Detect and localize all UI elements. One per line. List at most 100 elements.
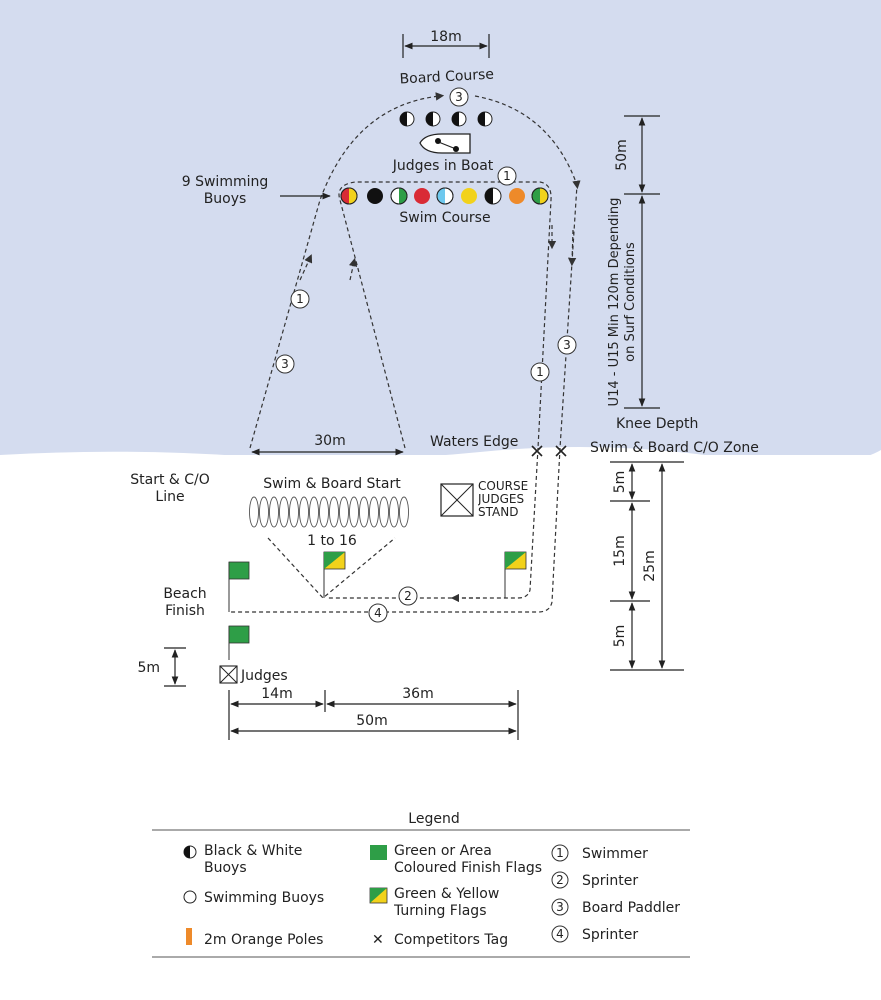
route-1-right: 1 <box>530 362 550 382</box>
start-funnel <box>267 537 396 599</box>
judges-label: Judges <box>240 668 288 684</box>
sprint-route-4 <box>230 447 561 613</box>
svg-text:1: 1 <box>503 169 511 183</box>
knee-depth-label: Knee Depth <box>616 416 698 432</box>
svg-text:2: 2 <box>556 873 564 887</box>
finish-flag-bottom <box>228 625 250 660</box>
svg-text:3: 3 <box>563 338 571 352</box>
judges-in-boat-label: Judges in Boat <box>392 158 494 174</box>
legend: Legend Black & White Buoys Swimming Buoy… <box>152 811 690 958</box>
board-course-return <box>474 95 581 449</box>
sea-area <box>0 0 881 455</box>
legend-item-sprinter: 2 Sprinter <box>551 871 638 889</box>
svg-text:14m: 14m <box>261 686 292 702</box>
legend-item-swimmer: 1 Swimmer <box>551 844 648 862</box>
green-flag-icon <box>370 845 387 860</box>
route-1-left: 1 <box>290 289 310 309</box>
svg-text:15m: 15m <box>612 535 628 566</box>
turning-flag-right <box>504 551 527 598</box>
nine-buoys-label: 9 Swimming Buoys <box>181 174 269 207</box>
black-white-buoy-icon <box>183 845 197 859</box>
svg-text:3: 3 <box>556 900 564 914</box>
legend-item-finish-flags: Green or Area Coloured Finish Flags <box>370 843 542 876</box>
circle-3-icon <box>551 898 569 916</box>
svg-text:Competitors Tag: Competitors Tag <box>394 932 508 948</box>
green-yellow-flag-icon <box>369 887 388 904</box>
route-3-right: 3 <box>557 335 577 355</box>
svg-text:2: 2 <box>404 589 412 603</box>
swim-course-path <box>338 181 552 449</box>
dim-14m-36m: 14m 36m <box>228 686 519 740</box>
co-zone-label: Swim & Board C/O Zone <box>590 440 759 456</box>
course-judges-stand-icon <box>440 483 474 517</box>
svg-text:3: 3 <box>281 357 289 371</box>
svg-text:Swimmer: Swimmer <box>582 846 648 862</box>
board-course-path <box>249 92 445 449</box>
legend-item-sprinter-4: 4 Sprinter <box>551 925 638 943</box>
legend-item-swimming-buoys: Swimming Buoys <box>183 890 324 906</box>
svg-text:36m: 36m <box>402 686 433 702</box>
svg-text:4: 4 <box>556 927 564 941</box>
svg-text:4: 4 <box>374 606 382 620</box>
svg-text:1: 1 <box>536 365 544 379</box>
svg-text:50m: 50m <box>356 713 387 729</box>
svg-text:5m: 5m <box>612 625 628 648</box>
svg-text:50m: 50m <box>614 139 630 170</box>
sprint-route-2 <box>326 447 539 599</box>
svg-text:5m: 5m <box>137 660 160 676</box>
dim-18m: 18m <box>402 29 490 58</box>
legend-item-turning-flags: Green & Yellow Turning Flags <box>369 886 499 919</box>
circle-1-icon <box>551 844 569 862</box>
dim-50m-beach: 50m <box>230 713 517 735</box>
svg-text:1: 1 <box>296 292 304 306</box>
route-3-left: 3 <box>275 354 295 374</box>
route-2-beach: 2 <box>398 586 418 606</box>
swim-board-start-label: Swim & Board Start <box>263 476 401 492</box>
nine-swimming-buoys <box>340 187 549 205</box>
svg-text:Sprinter: Sprinter <box>582 927 638 943</box>
circle-4-icon <box>551 925 569 943</box>
dim-18m-label: 18m <box>430 29 461 45</box>
svg-text:25m: 25m <box>642 550 658 581</box>
route-3-top: 3 <box>449 87 469 107</box>
legend-item-bw-buoys: Black & White Buoys <box>183 843 302 876</box>
svg-text:Swimming Buoys: Swimming Buoys <box>204 890 324 906</box>
judges-boat-icon <box>419 133 471 154</box>
black-white-buoys <box>399 111 493 127</box>
beach-finish-label: Beach Finish <box>163 586 207 619</box>
start-positions <box>249 496 409 528</box>
start-co-line-label: Start & C/O Line <box>130 472 210 505</box>
dim-beach-right: 5m 15m 5m 25m <box>610 461 684 671</box>
competitors-tag-marks <box>531 445 567 457</box>
legend-item-competitors-tag: ✕ Competitors Tag <box>372 932 508 948</box>
cross-icon: ✕ <box>372 932 384 948</box>
route-4-beach: 4 <box>368 603 388 623</box>
dim-judges-5m: 5m <box>137 647 186 687</box>
dim-50m-boat: 50m <box>614 115 660 195</box>
dim-depth: U14 - U15 Min 120m Depending on Surf Con… <box>607 195 660 409</box>
circle-2-icon <box>551 871 569 889</box>
svg-text:3: 3 <box>455 90 463 104</box>
svg-text:Sprinter: Sprinter <box>582 873 638 889</box>
turning-flag-left <box>323 551 346 598</box>
depth-note-label: U14 - U15 Min 120m Depending on Surf Con… <box>607 197 638 407</box>
svg-text:30m: 30m <box>314 433 345 449</box>
board-course-label: Board Course <box>399 67 494 88</box>
waters-edge-label: Waters Edge <box>430 434 518 450</box>
course-judges-stand-label: COURSE JUDGES STAND <box>478 480 529 519</box>
svg-text:Board Paddler: Board Paddler <box>582 900 680 916</box>
svg-text:5m: 5m <box>612 471 628 494</box>
positions-label: 1 to 16 <box>307 533 357 549</box>
legend-title: Legend <box>408 811 459 827</box>
dim-30m: 30m <box>251 433 404 456</box>
judges-box-icon <box>219 665 238 684</box>
swimming-buoy-icon <box>183 890 197 904</box>
swim-course-label: Swim Course <box>399 210 490 226</box>
svg-text:1: 1 <box>556 846 564 860</box>
svg-text:2m Orange Poles: 2m Orange Poles <box>204 932 323 948</box>
route-1-top: 1 <box>497 166 517 186</box>
finish-flag-top <box>228 561 250 612</box>
legend-item-orange-poles: 2m Orange Poles <box>186 928 323 948</box>
orange-pole-icon <box>186 928 192 945</box>
